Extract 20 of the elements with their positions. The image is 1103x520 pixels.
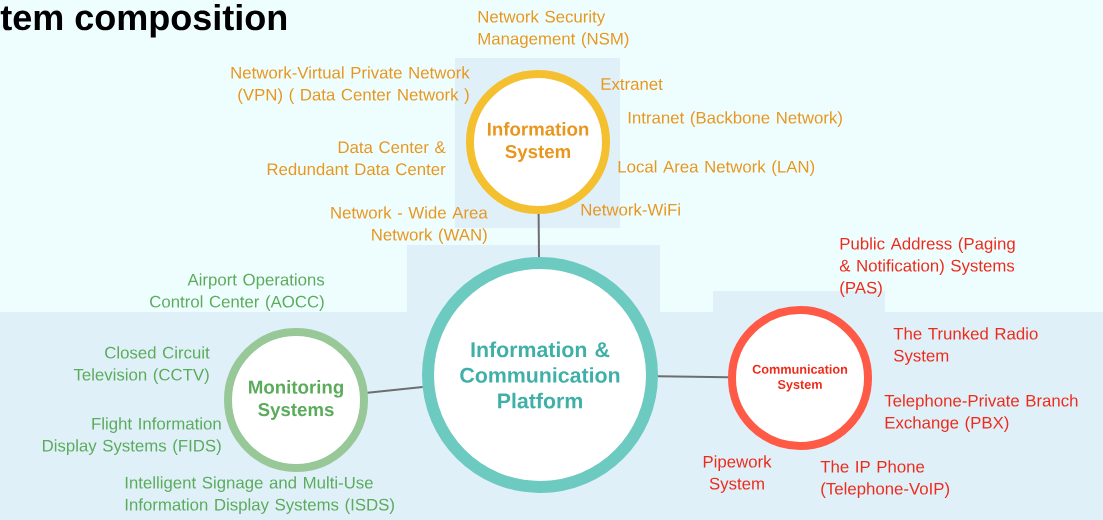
circle-node: Information & Communication Platform [422,257,658,493]
beside-label: Intranet (Backbone Network) [628,111,842,127]
connector-line [537,213,540,258]
beside-label: Flight Information Display Systems (FIDS) [42,417,221,455]
connector-line [657,375,729,379]
beside-label: Network Security Management (NSM) [478,10,629,48]
circle-node: Communication System [728,306,872,450]
beside-label: Pipework System [703,455,772,493]
beside-label: The IP Phone (Telephone-VoIP) [820,460,950,498]
circle-node: Monitoring Systems [224,328,368,472]
beside-label: Telephone-Private Branch Exchange (PBX) [884,394,1078,432]
beside-label: Public Address (Paging & Notification) Systems (PAS) [839,237,1015,297]
beside-label: Closed Circuit Television (CCTV) [73,346,210,384]
beside-label: Local Area Network (LAN) [618,160,815,176]
beside-label: Data Center & Redundant Data Center [267,141,446,176]
beside-label: Airport Operations Control Center (AOCC) [150,273,325,311]
beside-label: The Trunked Radio System [893,327,1038,365]
title: tem composition [0,3,287,38]
beside-label: Intelligent Signage and Multi-Use Information Display Systems (ISDS) [125,476,394,514]
connector-line [366,386,424,394]
